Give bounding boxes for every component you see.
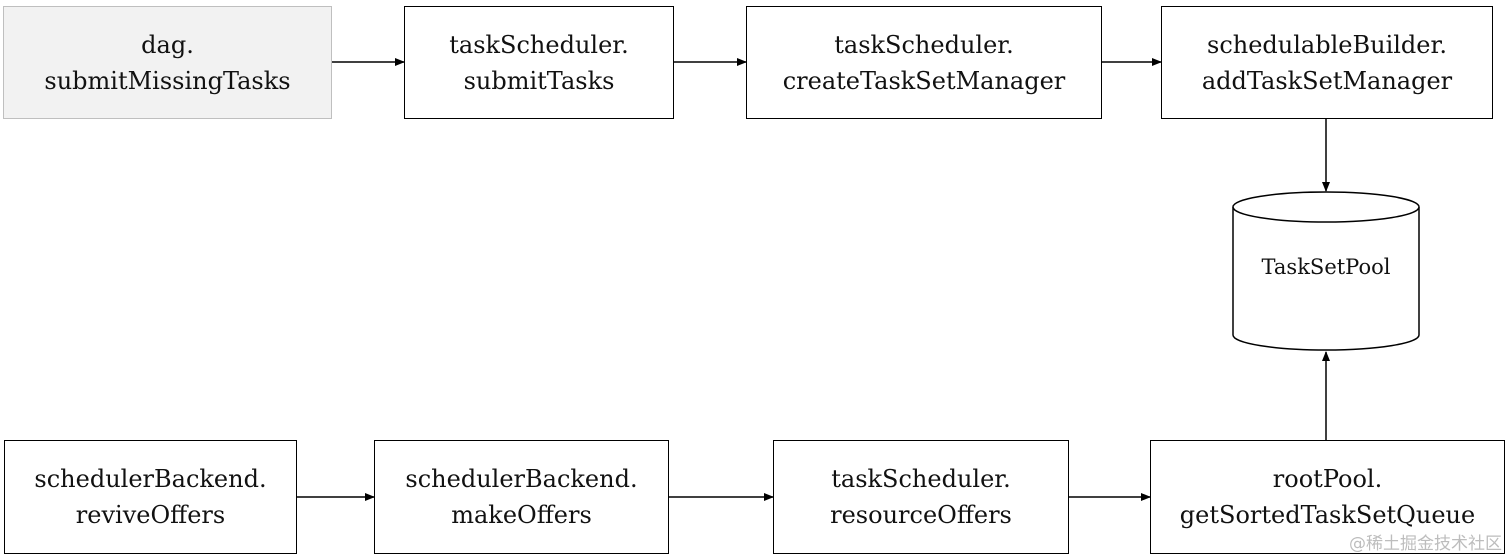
node-line2: resourceOffers xyxy=(830,501,1012,529)
node-line1: dag. xyxy=(141,30,194,59)
node-line2: makeOffers xyxy=(451,501,592,529)
node-line1: taskScheduler. xyxy=(449,30,629,59)
node-scheduler-backend-make-offers: schedulerBackend. makeOffers xyxy=(374,440,669,554)
node-line2: createTaskSetManager xyxy=(782,66,1066,95)
node-task-scheduler-resource-offers: taskScheduler. resourceOffers xyxy=(773,440,1069,554)
node-line1: taskScheduler. xyxy=(831,465,1011,493)
node-task-scheduler-create-task-set-manager: taskScheduler. createTaskSetManager xyxy=(746,6,1102,119)
node-line2: reviveOffers xyxy=(75,501,226,529)
node-task-scheduler-submit-tasks: taskScheduler. submitTasks xyxy=(404,6,674,119)
node-scheduler-backend-revive-offers: schedulerBackend. reviveOffers xyxy=(4,440,297,554)
node-line2: addTaskSetManager xyxy=(1201,66,1453,95)
node-dag-submit-missing-tasks: dag. submitMissingTasks xyxy=(3,6,332,119)
node-root-pool-get-sorted-task-set-queue: rootPool. getSortedTaskSetQueue xyxy=(1150,440,1505,554)
node-line1: schedulerBackend. xyxy=(405,465,638,493)
node-line2: submitTasks xyxy=(463,66,615,95)
taskset-pool-cylinder xyxy=(1232,191,1420,351)
node-line1: schedulerBackend. xyxy=(34,465,267,493)
taskset-pool-label: TaskSetPool xyxy=(1261,255,1391,279)
node-line2: getSortedTaskSetQueue xyxy=(1179,501,1476,529)
node-line1: schedulableBuilder. xyxy=(1207,30,1447,59)
node-line1: rootPool. xyxy=(1272,465,1383,493)
node-schedulable-builder-add-task-set-manager: schedulableBuilder. addTaskSetManager xyxy=(1161,6,1493,119)
node-line2: submitMissingTasks xyxy=(44,66,291,95)
watermark-text: @稀土掘金技术社区 xyxy=(1349,534,1502,554)
node-line1: taskScheduler. xyxy=(834,30,1014,59)
